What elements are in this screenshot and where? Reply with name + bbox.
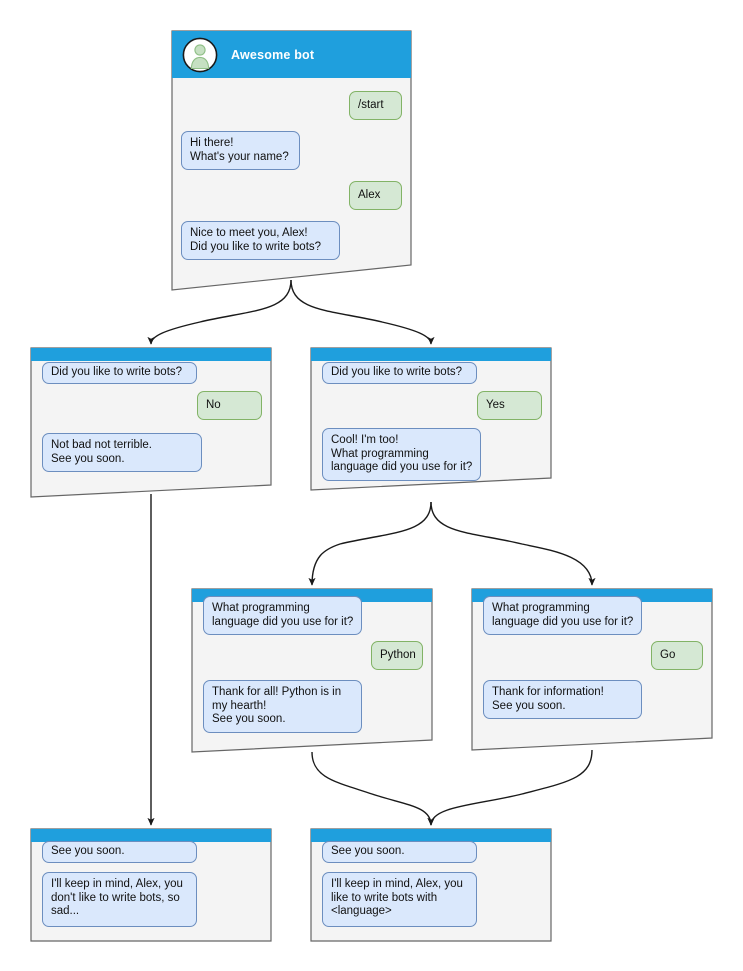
connector-python-to-end-happy bbox=[311, 751, 435, 826]
chat-bubble-bot[interactable]: Did you like to write bots? bbox=[322, 362, 477, 384]
chat-bubble-user[interactable]: Python bbox=[371, 641, 423, 670]
chat-bubble-bot[interactable]: See you soon. bbox=[42, 841, 197, 863]
chat-bubble-bot[interactable]: I'll keep in mind, Alex, you don't like … bbox=[42, 872, 197, 927]
chat-bubble-user[interactable]: Go bbox=[651, 641, 703, 670]
chat-bubble-bot[interactable]: Hi there! What's your name? bbox=[181, 131, 300, 170]
chat-bubble-user[interactable]: Alex bbox=[349, 181, 402, 210]
chat-bubble-bot[interactable]: I'll keep in mind, Alex, you like to wri… bbox=[322, 872, 477, 927]
chat-bubble-bot[interactable]: Thank for all! Python is in my hearth! S… bbox=[203, 680, 362, 733]
connector-root-to-yes bbox=[290, 279, 435, 345]
chat-bubble-user[interactable]: No bbox=[197, 391, 262, 420]
connector-go-to-end-happy bbox=[427, 749, 593, 826]
chat-bubble-bot[interactable]: See you soon. bbox=[322, 841, 477, 863]
chat-bubble-bot[interactable]: Not bad not terrible. See you soon. bbox=[42, 433, 202, 472]
chat-bubble-bot[interactable]: What programming language did you use fo… bbox=[483, 596, 642, 635]
chat-bubble-user[interactable]: /start bbox=[349, 91, 402, 120]
chat-bubble-bot[interactable]: Thank for information! See you soon. bbox=[483, 680, 642, 719]
chat-bubble-bot[interactable]: Nice to meet you, Alex! Did you like to … bbox=[181, 221, 340, 260]
chat-bubble-bot[interactable]: Cool! I'm too! What programming language… bbox=[322, 428, 481, 481]
chat-bubble-bot[interactable]: What programming language did you use fo… bbox=[203, 596, 362, 635]
page-title: Awesome bot bbox=[231, 48, 315, 62]
connector-yes-to-go bbox=[430, 501, 596, 586]
person-avatar-icon bbox=[182, 37, 218, 78]
chat-bubble-bot[interactable]: Did you like to write bots? bbox=[42, 362, 197, 384]
chat-bubble-user[interactable]: Yes bbox=[477, 391, 542, 420]
connector-yes-to-python bbox=[308, 501, 432, 586]
connector-root-to-no bbox=[147, 279, 292, 345]
